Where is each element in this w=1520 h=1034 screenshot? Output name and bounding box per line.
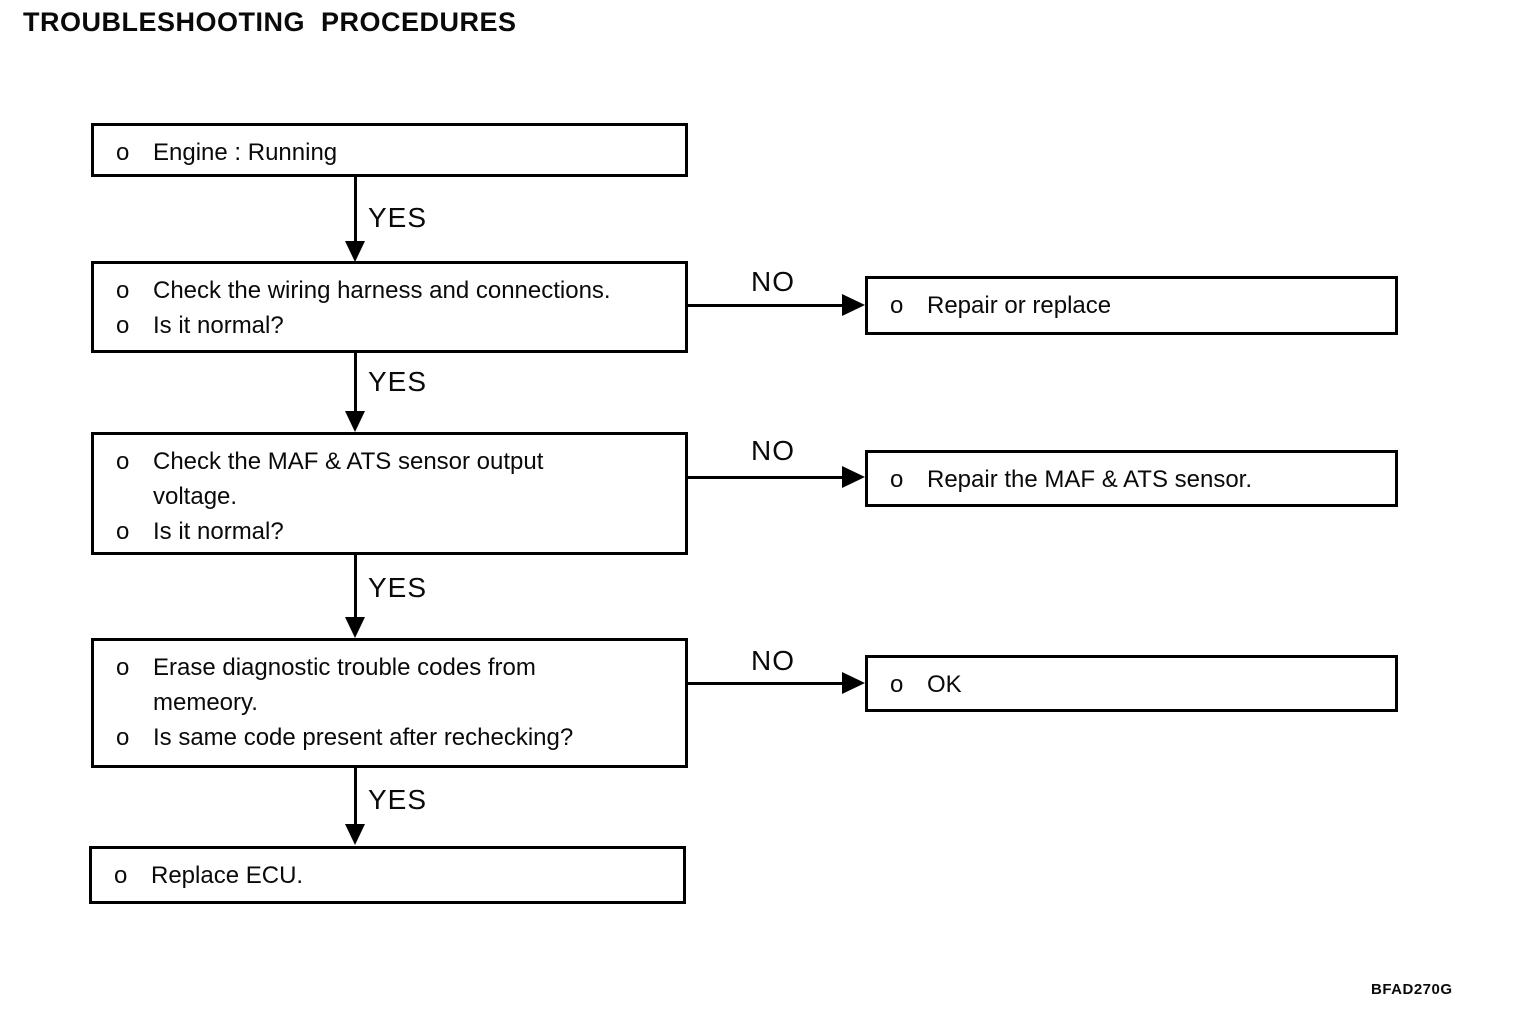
arrow-head-down-icon bbox=[345, 241, 365, 262]
bullet: o bbox=[116, 139, 130, 166]
node-line: Erase diagnostic trouble codes from bbox=[153, 654, 536, 681]
page-title: TROUBLESHOOTING PROCEDURES bbox=[23, 7, 517, 37]
edge-label-no: NO bbox=[751, 435, 795, 466]
node-item: o Erase diagnostic trouble codes from me… bbox=[116, 650, 673, 720]
bullet: o bbox=[890, 671, 904, 698]
bullet: o bbox=[890, 292, 904, 319]
bullet: o bbox=[114, 862, 128, 889]
node-item: o OK bbox=[890, 667, 1383, 702]
node-text: Check the wiring harness and connections… bbox=[153, 273, 673, 308]
bullet: o bbox=[116, 448, 130, 475]
node-item: o Replace ECU. bbox=[114, 858, 671, 893]
node-line: Repair or replace bbox=[927, 292, 1112, 319]
arrow-step4-ok bbox=[688, 682, 843, 685]
node-line: memeory. bbox=[153, 689, 258, 716]
node-line: Replace ECU. bbox=[151, 862, 304, 889]
node-text: Repair or replace bbox=[927, 288, 1383, 323]
node-item: o Engine : Running bbox=[116, 135, 673, 170]
node-line: Is it normal? bbox=[153, 518, 284, 545]
arrow-step2-repair bbox=[688, 304, 843, 307]
edge-label-yes: YES bbox=[368, 202, 428, 233]
node-text: Is it normal? bbox=[153, 308, 673, 343]
flow-node-check-maf-ats-output: o Check the MAF & ATS sensor output volt… bbox=[91, 432, 688, 555]
node-item: o Is same code present after rechecking? bbox=[116, 720, 673, 755]
figure-code: BFAD270G bbox=[1371, 981, 1453, 998]
node-line: Is same code present after rechecking? bbox=[153, 724, 574, 751]
arrow-step1-step2 bbox=[354, 177, 357, 243]
node-item: o Check the wiring harness and connectio… bbox=[116, 273, 673, 308]
edge-label-yes: YES bbox=[368, 572, 428, 603]
node-text: Erase diagnostic trouble codes from meme… bbox=[153, 650, 673, 720]
node-line: OK bbox=[927, 671, 962, 698]
node-text: Is it normal? bbox=[153, 514, 673, 549]
arrow-head-right-icon bbox=[842, 294, 865, 316]
arrow-head-right-icon bbox=[842, 466, 865, 488]
node-line: Check the wiring harness and connections… bbox=[153, 277, 611, 304]
arrow-step2-step3 bbox=[354, 353, 357, 413]
node-line: Check the MAF & ATS sensor output bbox=[153, 448, 544, 475]
node-line: Engine : Running bbox=[153, 139, 338, 166]
flow-node-check-wiring-harness: o Check the wiring harness and connectio… bbox=[91, 261, 688, 353]
bullet: o bbox=[116, 724, 130, 751]
arrow-head-down-icon bbox=[345, 824, 365, 845]
node-text: OK bbox=[927, 667, 1383, 702]
node-text: Is same code present after rechecking? bbox=[153, 720, 673, 755]
node-text: Check the MAF & ATS sensor output voltag… bbox=[153, 444, 673, 514]
flow-node-engine-running: o Engine : Running bbox=[91, 123, 688, 177]
flow-node-erase-dtc: o Erase diagnostic trouble codes from me… bbox=[91, 638, 688, 768]
bullet: o bbox=[116, 312, 130, 339]
node-text: Replace ECU. bbox=[151, 858, 671, 893]
flow-node-repair-or-replace: o Repair or replace bbox=[865, 276, 1398, 335]
flow-node-ok: o OK bbox=[865, 655, 1398, 712]
arrow-step3-step4 bbox=[354, 555, 357, 619]
node-line: Is it normal? bbox=[153, 312, 284, 339]
node-text: Engine : Running bbox=[153, 135, 673, 170]
flow-node-replace-ecu: o Replace ECU. bbox=[89, 846, 686, 904]
node-text: Repair the MAF & ATS sensor. bbox=[927, 462, 1383, 497]
node-item: o Is it normal? bbox=[116, 308, 673, 343]
node-line: Repair the MAF & ATS sensor. bbox=[927, 466, 1253, 493]
node-line: voltage. bbox=[153, 483, 238, 510]
node-item: o Check the MAF & ATS sensor output volt… bbox=[116, 444, 673, 514]
bullet: o bbox=[116, 654, 130, 681]
arrow-step4-step5 bbox=[354, 768, 357, 826]
arrow-head-right-icon bbox=[842, 672, 865, 694]
arrow-head-down-icon bbox=[345, 617, 365, 638]
bullet: o bbox=[116, 277, 130, 304]
bullet: o bbox=[890, 466, 904, 493]
node-item: o Is it normal? bbox=[116, 514, 673, 549]
edge-label-yes: YES bbox=[368, 784, 428, 815]
flow-node-repair-maf-ats-sensor: o Repair the MAF & ATS sensor. bbox=[865, 450, 1398, 507]
edge-label-yes: YES bbox=[368, 366, 428, 397]
node-item: o Repair or replace bbox=[890, 288, 1383, 323]
arrow-step3-repair-sensor bbox=[688, 476, 843, 479]
edge-label-no: NO bbox=[751, 645, 795, 676]
arrow-head-down-icon bbox=[345, 411, 365, 432]
node-item: o Repair the MAF & ATS sensor. bbox=[890, 462, 1383, 497]
edge-label-no: NO bbox=[751, 266, 795, 297]
bullet: o bbox=[116, 518, 130, 545]
